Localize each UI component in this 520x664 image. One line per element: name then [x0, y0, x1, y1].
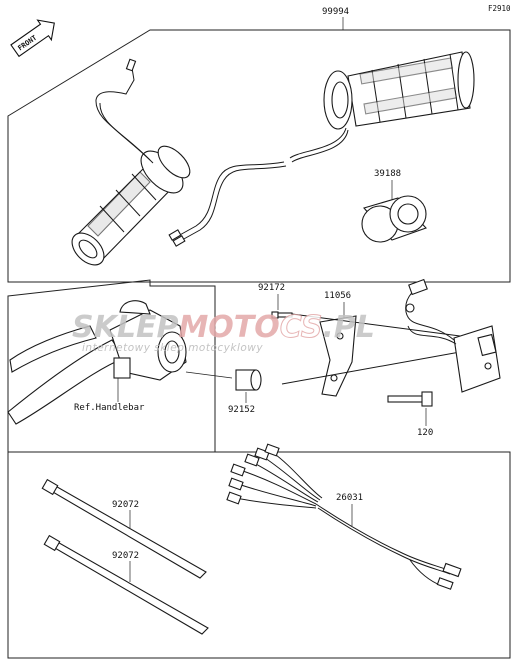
callout-39188: 39188: [374, 169, 401, 179]
lever-handlebar: [7, 300, 187, 425]
watermark-tagline: internetowy sklep motocyklowy: [82, 342, 263, 354]
wire-harness: [226, 443, 462, 590]
svg-text:SKLEPMOTOCS.PL: SKLEPMOTOCS.PL: [72, 310, 375, 345]
callout-26031: 26031: [336, 493, 363, 503]
cable-band-upper: [41, 478, 207, 579]
watermark-brand-part4: .PL: [322, 310, 375, 345]
handlebar-frame: [7, 279, 216, 453]
callout-11056: 11056: [324, 291, 351, 301]
heater-switch-unit: [281, 278, 501, 393]
callout-120: 120: [417, 428, 433, 438]
collar: [235, 369, 262, 391]
handlebar-ref-label: Ref.Handlebar: [74, 403, 145, 413]
callout-92152: 92152: [228, 405, 255, 415]
diagram-code: F2910: [488, 4, 511, 13]
bolt: [387, 391, 433, 407]
right-heated-grip: [168, 51, 475, 247]
callout-99994: 99994: [322, 7, 349, 17]
callout-92072-upper: 92072: [112, 500, 139, 510]
watermark-brand-part3: CS: [280, 310, 323, 345]
watermark: SKLEPMOTOCS.PL internetowy sklep motocyk…: [72, 310, 375, 355]
cable-band-lower: [43, 534, 209, 635]
accessory-frame: [7, 451, 511, 659]
callout-92172: 92172: [258, 283, 285, 293]
screw: [271, 311, 293, 319]
ring-spacer: [361, 195, 427, 243]
handlebar-axis: [185, 371, 233, 379]
watermark-brand-part1: SKLEP: [72, 310, 178, 345]
watermark-brand-part2: MOTO: [178, 310, 279, 345]
left-heated-grip: [71, 58, 191, 266]
grip-set-frame: [7, 29, 511, 283]
front-arrow-icon: FRONT: [10, 19, 55, 58]
callout-92072-lower: 92072: [112, 551, 139, 561]
